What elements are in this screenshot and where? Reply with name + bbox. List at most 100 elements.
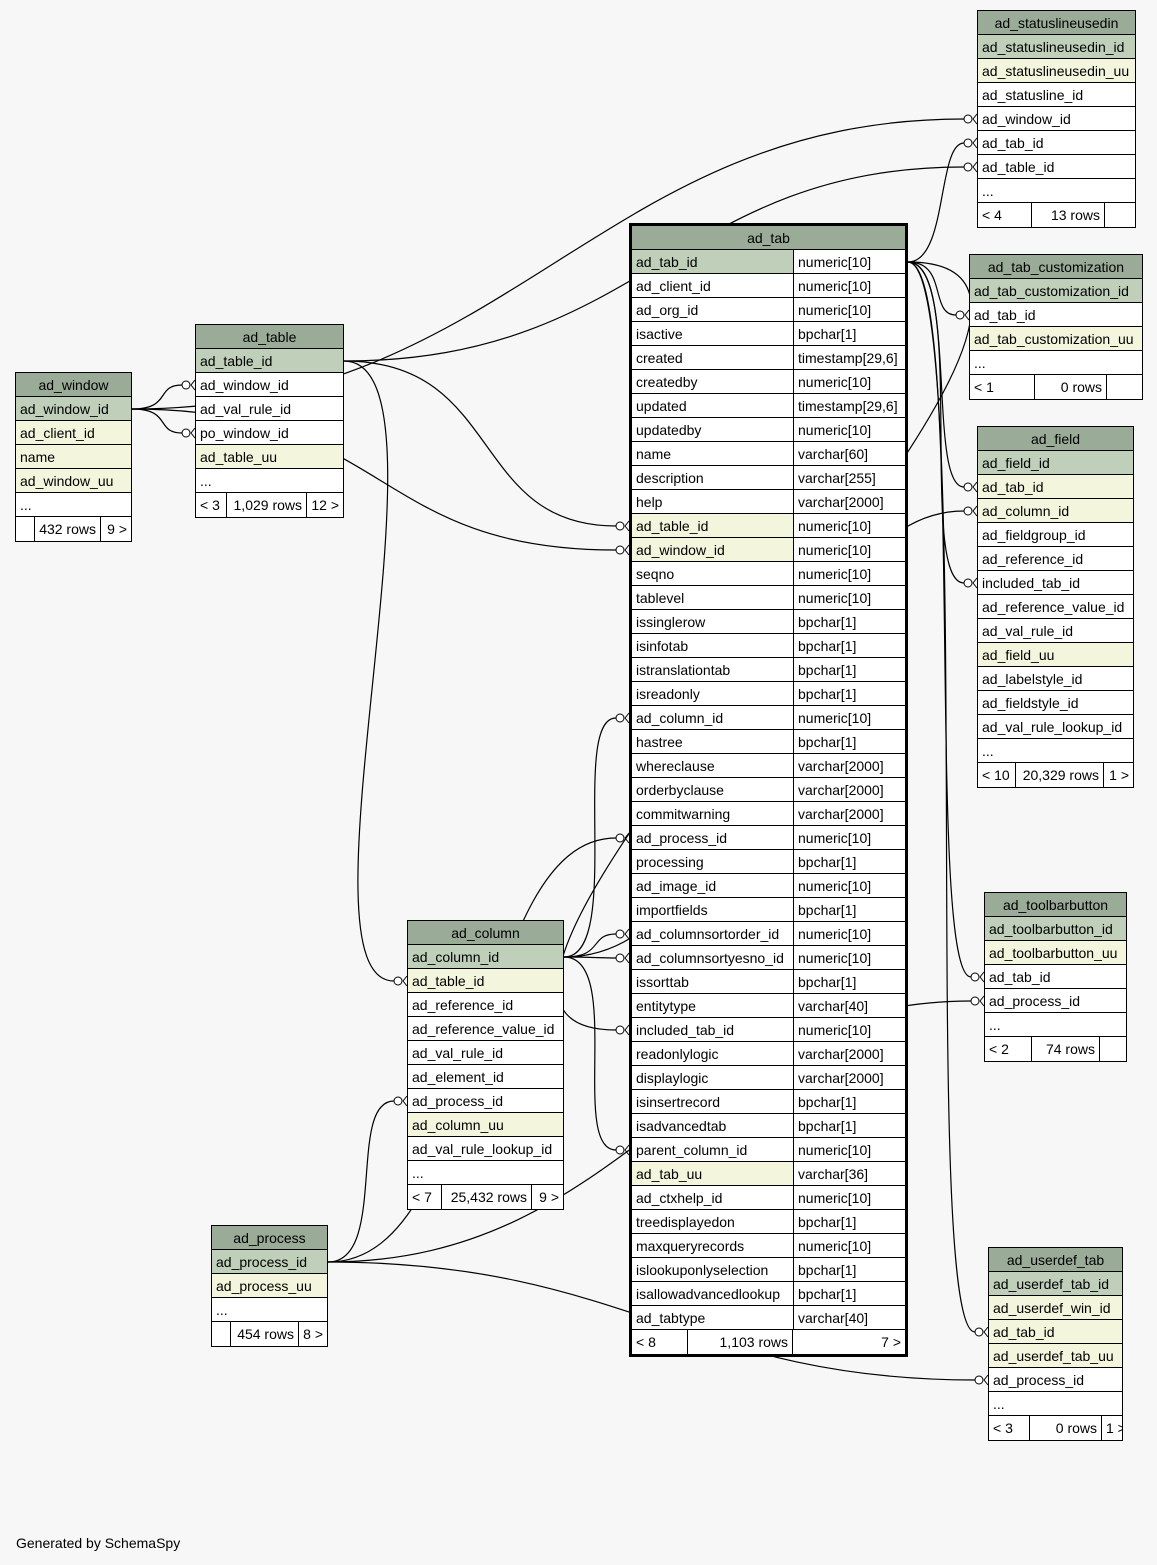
column-row-ad-val-rule-id[interactable]: ad_val_rule_id (978, 619, 1133, 643)
column-row-ad-labelstyle-id[interactable]: ad_labelstyle_id (978, 667, 1133, 691)
parents-link[interactable]: < 3 (200, 497, 220, 513)
column-row-ad-column-id[interactable]: ad_column_id (408, 945, 563, 969)
more-columns-row[interactable]: ... (408, 1161, 563, 1185)
column-row-ad-field-uu[interactable]: ad_field_uu (978, 643, 1133, 667)
column-row-ad-column-uu[interactable]: ad_column_uu (408, 1113, 563, 1137)
children-link[interactable] (1104, 203, 1135, 227)
column-row-ad-reference-id[interactable]: ad_reference_id (978, 547, 1133, 571)
children-link[interactable] (1106, 375, 1142, 399)
table-header[interactable]: ad_table (196, 325, 343, 349)
parents-link[interactable] (212, 1322, 230, 1346)
column-row-ad-val-rule-id[interactable]: ad_val_rule_id (408, 1041, 563, 1065)
column-row-ad-tab-id[interactable]: ad_tab_id (985, 965, 1126, 989)
more-columns-row[interactable]: ... (970, 351, 1142, 375)
column-row-ad-toolbarbutton-uu[interactable]: ad_toolbarbutton_uu (985, 941, 1126, 965)
column-row-ad-table-id[interactable]: ad_table_id (196, 349, 343, 373)
children-link[interactable] (1099, 1037, 1126, 1061)
table-header[interactable]: ad_field (978, 427, 1133, 451)
column-row-ad-tab-customization-id[interactable]: ad_tab_customization_id (970, 279, 1142, 303)
column-row-ad-val-rule-lookup-id[interactable]: ad_val_rule_lookup_id (978, 715, 1133, 739)
column-row-ad-statuslineusedin-id[interactable]: ad_statuslineusedin_id (978, 35, 1135, 59)
column-row-ad-element-id[interactable]: ad_element_id (408, 1065, 563, 1089)
column-row-po-window-id[interactable]: po_window_id (196, 421, 343, 445)
column-row-ad-val-rule-lookup-id[interactable]: ad_val_rule_lookup_id (408, 1137, 563, 1161)
parents-link[interactable]: < 2 (989, 1041, 1009, 1057)
parents-link[interactable]: < 7 (412, 1189, 432, 1205)
column-row-ad-column-id[interactable]: ad_column_id (978, 499, 1133, 523)
column-row-ad-table-id[interactable]: ad_table_id (978, 155, 1135, 179)
column-row-ad-fieldstyle-id[interactable]: ad_fieldstyle_id (978, 691, 1133, 715)
children-link[interactable]: 1 > (1103, 763, 1133, 787)
column-row-included-tab-id[interactable]: included_tab_id (978, 571, 1133, 595)
column-row-ad-process-id[interactable]: ad_process_id (989, 1368, 1122, 1392)
column-row-ad-window-id[interactable]: ad_window_id (978, 107, 1135, 131)
column-row-ad-reference-value-id[interactable]: ad_reference_value_id (408, 1017, 563, 1041)
column-row-name[interactable]: name (16, 445, 131, 469)
column-row-ad-userdef-tab-id[interactable]: ad_userdef_tab_id (989, 1272, 1122, 1296)
column-row-ad-val-rule-id[interactable]: ad_val_rule_id (196, 397, 343, 421)
column-row-ad-window-uu[interactable]: ad_window_uu (16, 469, 131, 493)
parents-link[interactable]: < 10 (982, 767, 1010, 783)
column-row-ad-process-id[interactable]: ad_process_id (985, 989, 1126, 1013)
column-row-ad-tab-customization-uu[interactable]: ad_tab_customization_uu (970, 327, 1142, 351)
column-row-ad-tab-id[interactable]: ad_tab_id (970, 303, 1142, 327)
table-header[interactable]: ad_window (16, 373, 131, 397)
column-row-ad-table-uu[interactable]: ad_table_uu (196, 445, 343, 469)
children-link[interactable]: 12 > (306, 493, 343, 517)
more-columns-row[interactable]: ... (16, 493, 131, 517)
column-row-ad-userdef-win-id[interactable]: ad_userdef_win_id (989, 1296, 1122, 1320)
children-link[interactable]: 1 > (1101, 1416, 1122, 1440)
more-columns-row[interactable]: ... (196, 469, 343, 493)
table-header[interactable]: ad_column (408, 921, 563, 945)
more-columns-row[interactable]: ... (212, 1298, 327, 1322)
column-row-ad-process-uu[interactable]: ad_process_uu (212, 1274, 327, 1298)
more-columns-row[interactable]: ... (978, 739, 1133, 763)
column-row-ad-client-id[interactable]: ad_client_id (16, 421, 131, 445)
column-row-ad-fieldgroup-id[interactable]: ad_fieldgroup_id (978, 523, 1133, 547)
children-link[interactable]: 9 > (100, 517, 131, 541)
children-link[interactable]: 9 > (531, 1185, 563, 1209)
more-columns-row[interactable]: ... (989, 1392, 1122, 1416)
column-row-ad-toolbarbutton-id[interactable]: ad_toolbarbutton_id (985, 917, 1126, 941)
column-row-ad-reference-value-id[interactable]: ad_reference_value_id (978, 595, 1133, 619)
parents-link[interactable]: < 4 (982, 207, 1002, 223)
column-row-ad-statusline-id[interactable]: ad_statusline_id (978, 83, 1135, 107)
parents-link[interactable]: < 8 (636, 1334, 656, 1350)
column-row-ad-tab-id[interactable]: ad_tab_id (989, 1320, 1122, 1344)
table-header[interactable]: ad_tab (632, 226, 905, 250)
column-row-ad-tab-id[interactable]: ad_tab_id (978, 475, 1133, 499)
more-columns-row[interactable]: ... (978, 179, 1135, 203)
